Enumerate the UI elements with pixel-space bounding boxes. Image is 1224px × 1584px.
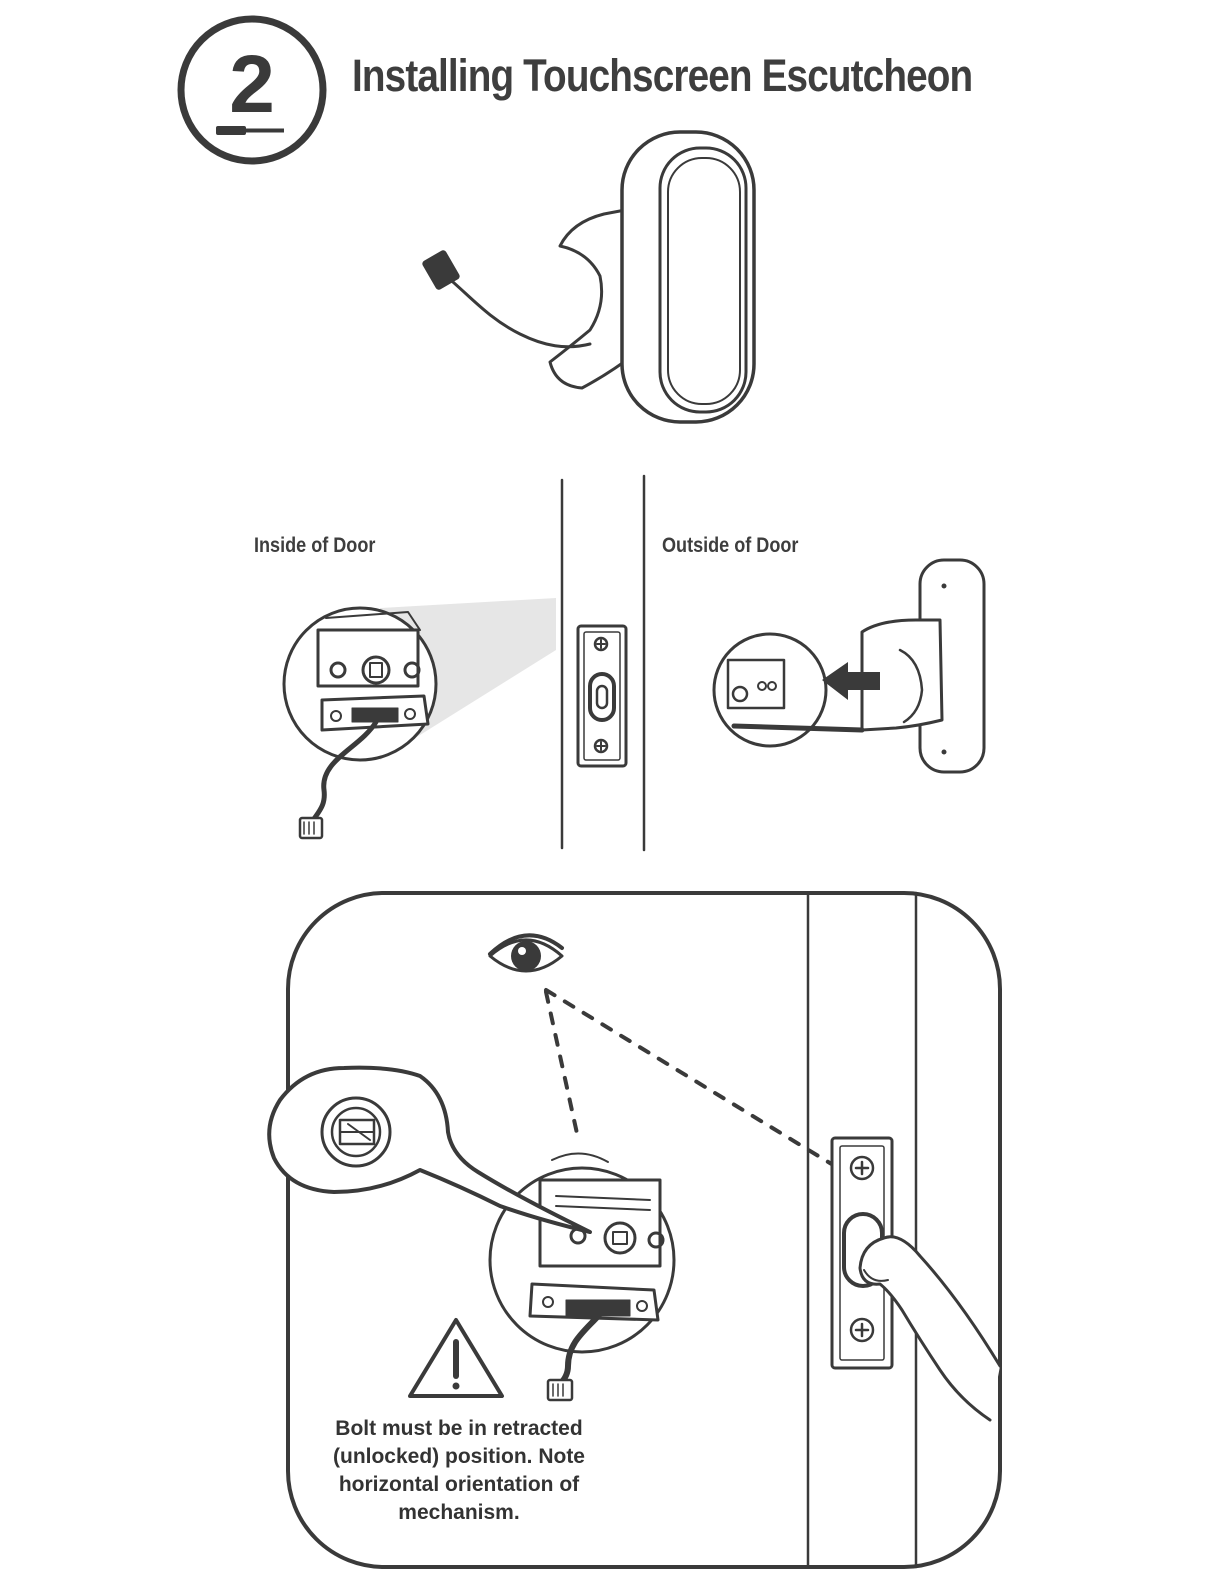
inside-door-detail bbox=[284, 598, 556, 838]
door-edge-illustration bbox=[562, 476, 644, 850]
outside-door-detail bbox=[714, 560, 984, 772]
step-number-badge: 2 bbox=[176, 14, 328, 166]
step-number: 2 bbox=[229, 39, 275, 130]
outside-door-label: Outside of Door bbox=[662, 534, 798, 558]
inside-door-label: Inside of Door bbox=[254, 534, 375, 558]
warning-text: Bolt must be in retracted (unlocked) pos… bbox=[300, 1415, 618, 1527]
page-title: Installing Touchscreen Escutcheon bbox=[352, 50, 972, 102]
escutcheon-illustration bbox=[422, 132, 754, 422]
